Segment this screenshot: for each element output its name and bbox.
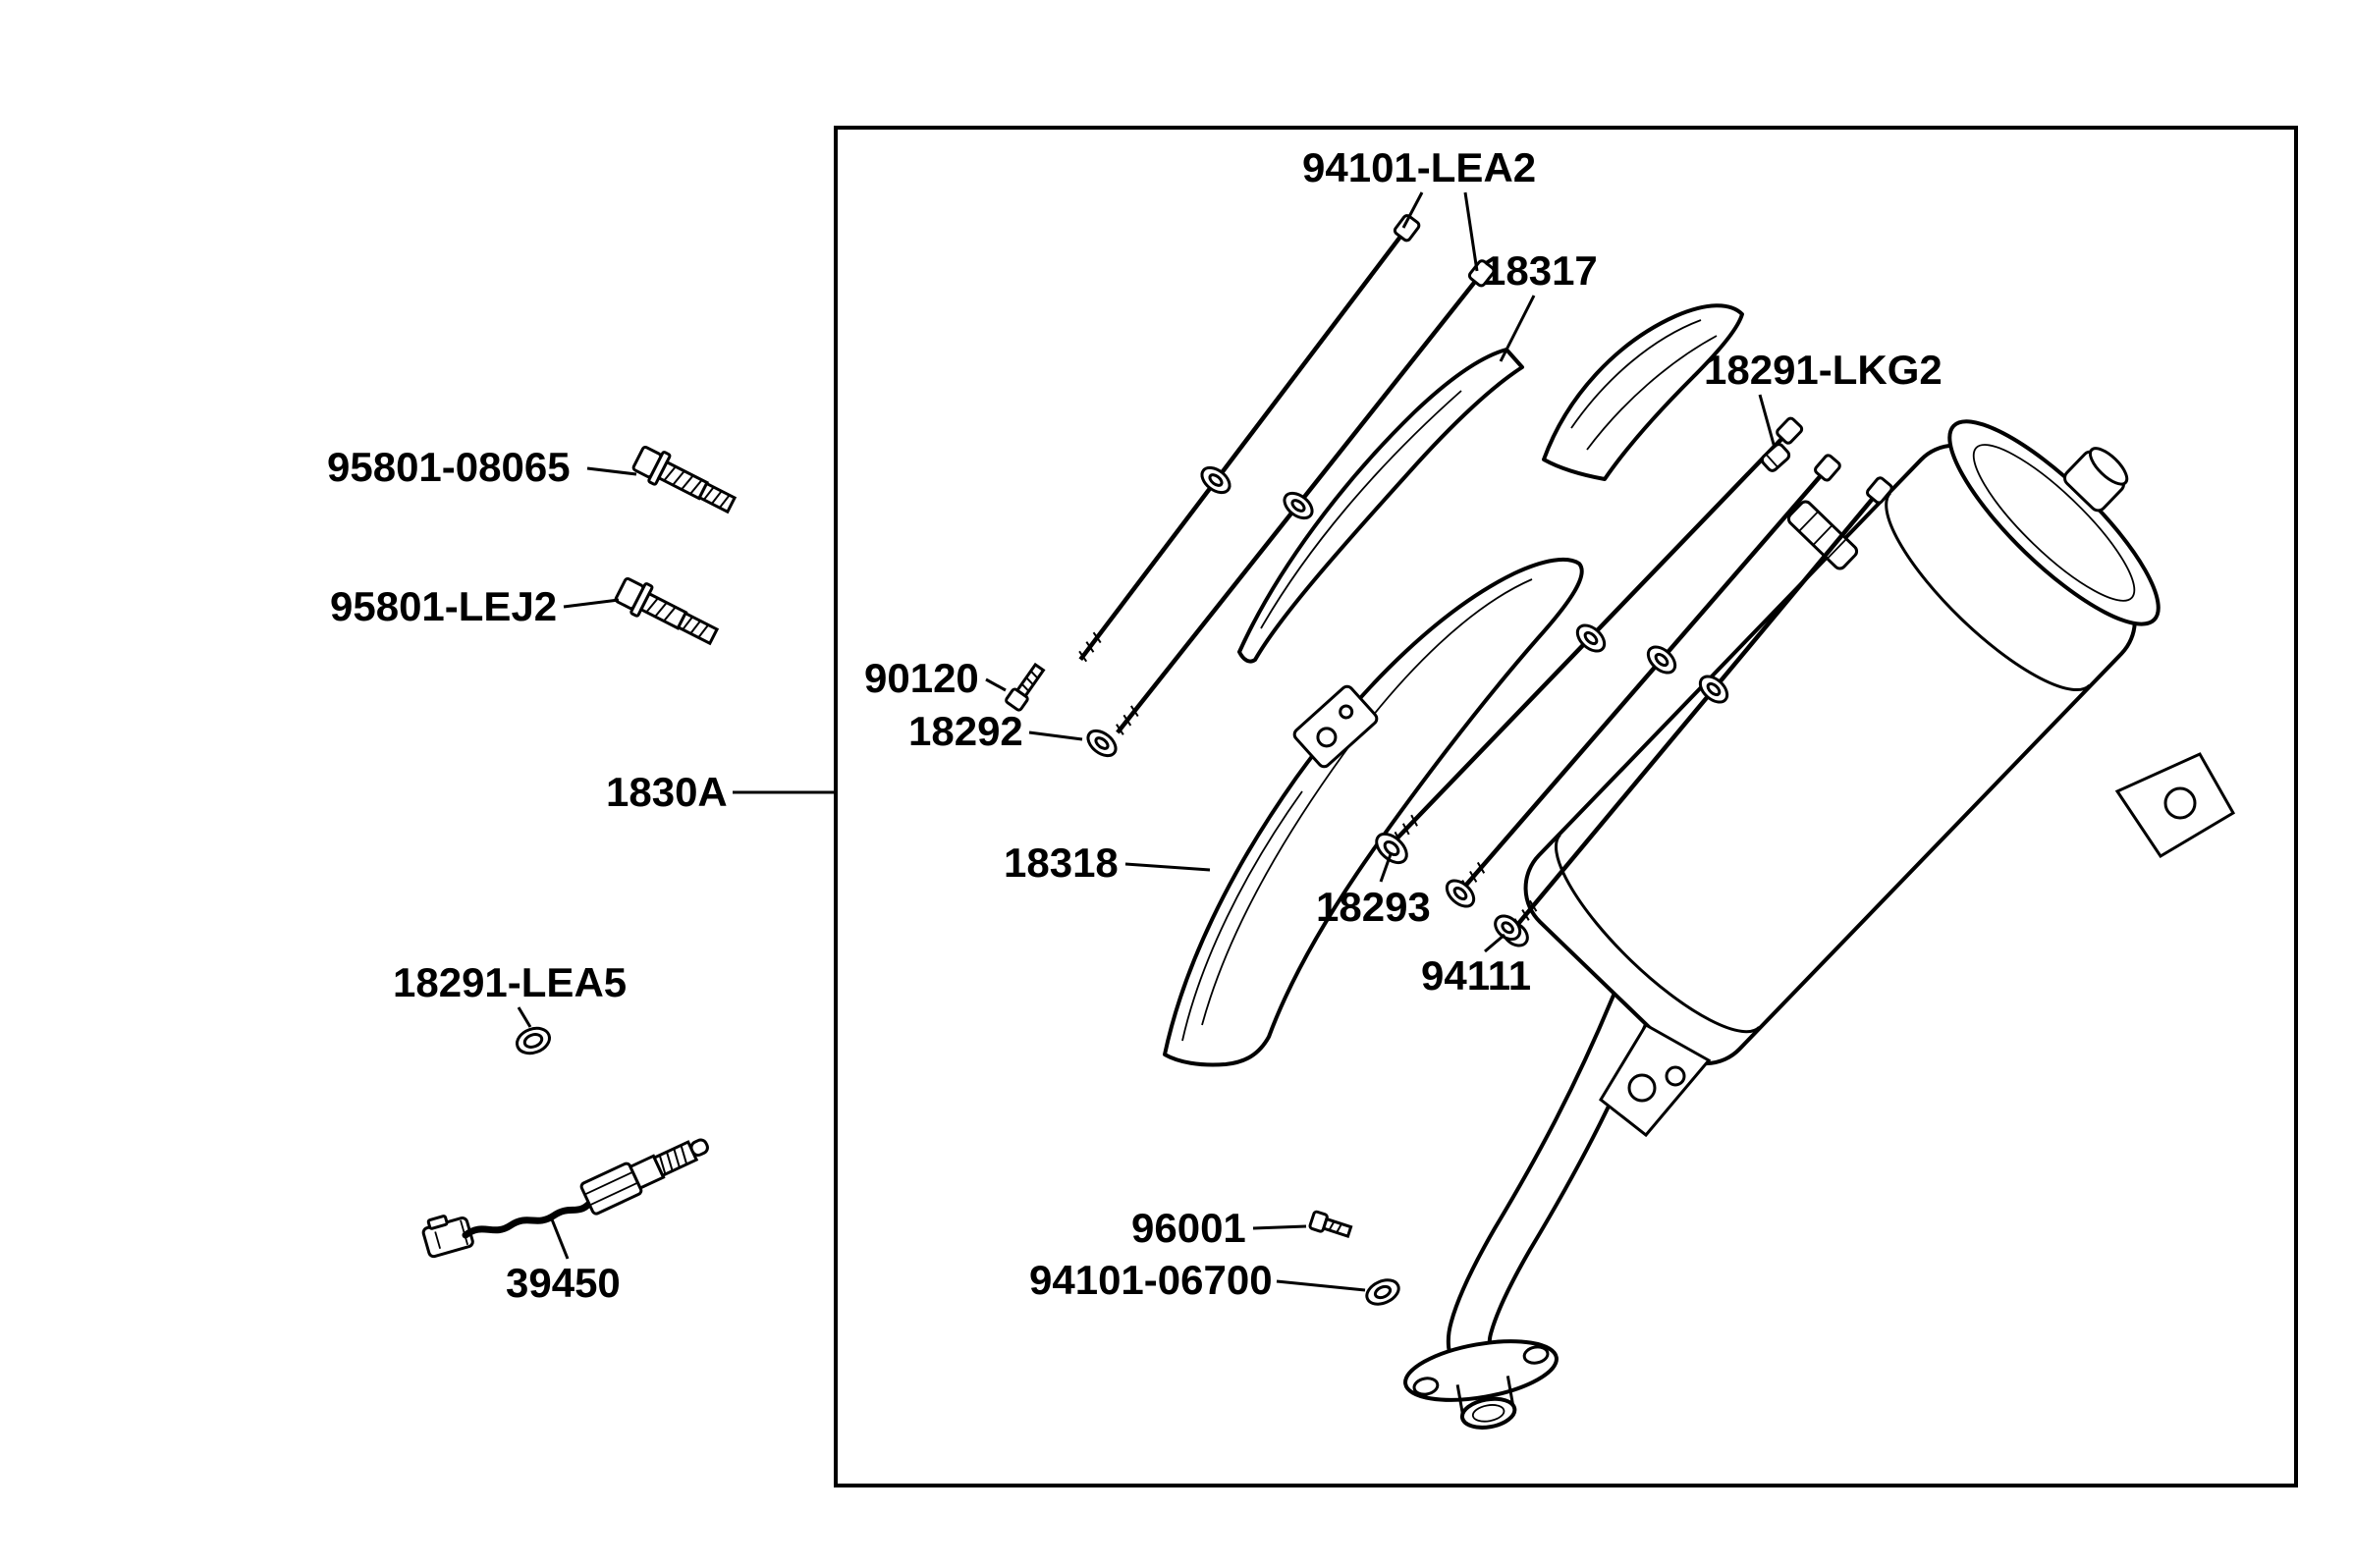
muffler [1523,419,2236,1138]
nut-94111 [1494,914,1529,947]
bolt-96001 [1308,1210,1353,1239]
muffler-strap [1786,500,1859,570]
part-label-95801-LEJ2: 95801-LEJ2 [330,583,558,629]
pipe-flange [1403,1339,1559,1430]
part-label-18293: 18293 [1316,884,1431,930]
part-label-18291-LKG2: 18291-LKG2 [1704,347,1943,393]
bolt-rod-right-2 [1460,454,1841,892]
washer [1200,465,1231,495]
gasket-94101-06700 [1365,1278,1400,1306]
muffler-rear-bracket [2114,752,2236,859]
clip-18291-LKG2 [1760,443,1791,472]
leader-lines [517,191,1777,1292]
bolt-95801-08065 [631,445,738,514]
washer [1283,491,1314,520]
part-label-96001: 96001 [1131,1205,1246,1251]
part-label-94101-LEA2: 94101-LEA2 [1302,144,1537,190]
washer-18292 [1086,729,1118,758]
part-label-94101-06700: 94101-06700 [1029,1257,1273,1303]
diagram-frame [834,126,2298,1487]
part-label-18292: 18292 [908,708,1023,754]
washer [1698,675,1729,704]
cover-upper-section [1542,303,1744,481]
part-label-94111: 94111 [1421,952,1532,999]
part-label-1830A: 1830A [606,769,728,815]
bolt-95801-LEJ2 [614,576,720,646]
part-label-90120: 90120 [864,655,979,701]
cover-bracket [1292,684,1379,769]
part-label-18318: 18318 [1004,839,1119,886]
bolt-rod-left-1 [1078,214,1421,663]
oxygen-sensor-39450 [421,1138,709,1259]
washer-18293 [1375,832,1408,865]
part-label-95801-08065: 95801-08065 [327,444,571,490]
screw-90120 [1005,662,1046,712]
body-cover-18318 [1163,557,1584,1067]
washer [1445,879,1476,908]
washer [1575,623,1607,653]
part-label-39450: 39450 [506,1260,621,1306]
muffler-front-bracket [1599,1022,1712,1138]
part-label-18291-LEA5: 18291-LEA5 [393,959,628,1005]
part-label-18317: 18317 [1483,247,1598,294]
washer [1646,645,1677,675]
cover-strip-18317 [1237,348,1524,664]
exhaust-pipe [1446,981,1660,1370]
clamp-18291-LEA5 [516,1026,551,1055]
